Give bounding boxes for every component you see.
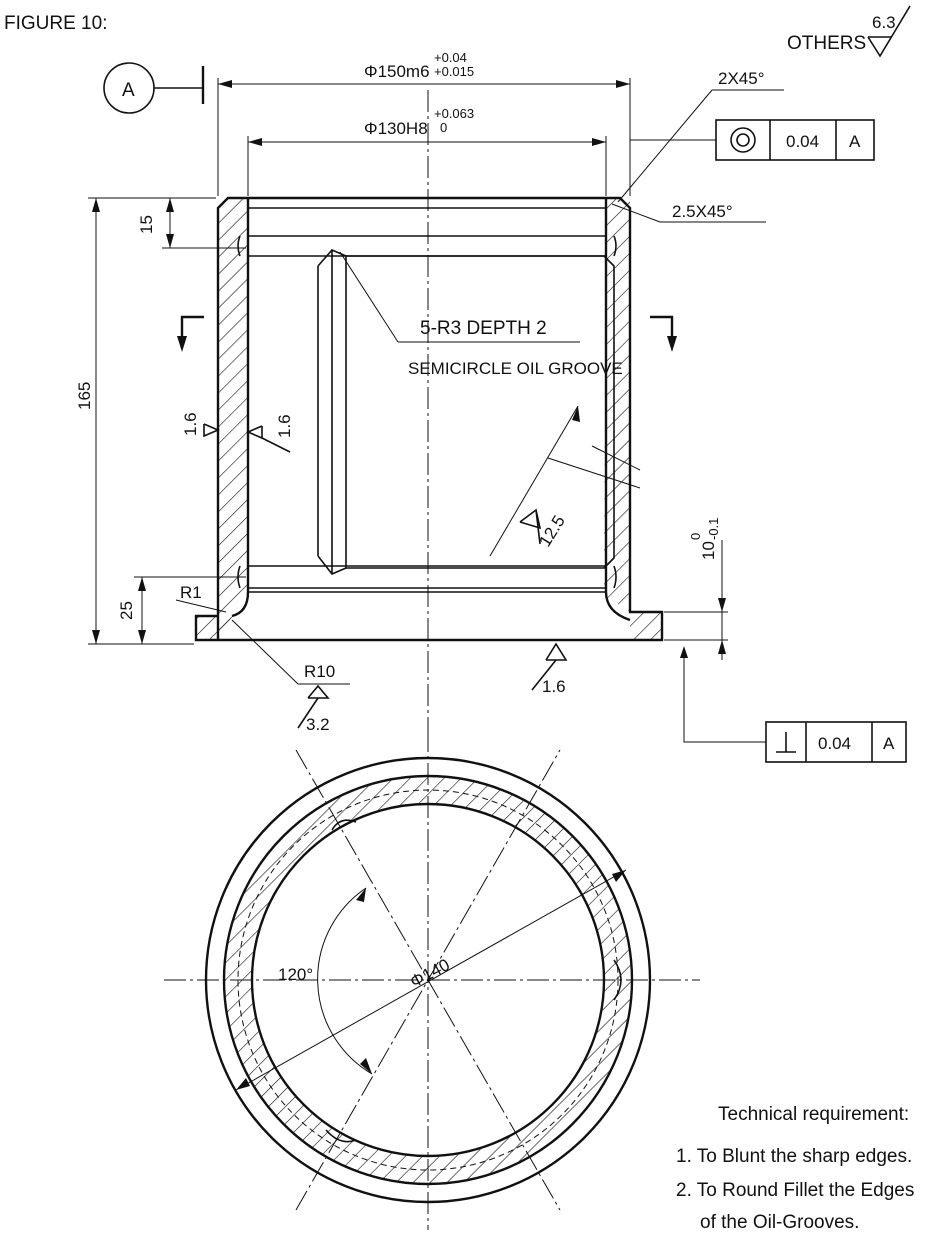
chamfer-outer-leader: 2X45° [617,69,784,203]
others-roughness-value: 6.3 [872,13,896,32]
concentricity-frame: 0.04 A [630,119,875,161]
flange-tol-upper: 0 [688,533,703,540]
groove-name-text: SEMICIRCLE OIL GROOVE [408,359,623,378]
roughness-inner-side-symbol: 1.6 [245,414,294,453]
flange-text: 10 [699,541,718,560]
height-top-text: 15 [137,215,156,234]
roughness-bore-text: 12.5 [535,512,569,550]
angle-text: 120° [278,965,313,984]
groove-spec-text: 5-R3 DEPTH 2 [420,318,547,339]
inner-tol-upper: +0.063 [434,106,474,121]
chamfer-outer-text: 2X45° [718,69,765,88]
plan-view: 120° Φ140 [164,730,700,1230]
perpendicularity-datum: A [883,734,895,753]
tech-req-item-1: 1. To Blunt the sharp edges. [676,1146,912,1167]
perpendicularity-frame: 0.04 A [680,646,907,763]
roughness-outer-text: 1.6 [181,412,200,436]
oil-groove-note: 5-R3 DEPTH 2 SEMICIRCLE OIL GROOVE [339,251,623,378]
perpendicularity-value: 0.04 [818,734,851,753]
chamfer-inner-leader: 2.5X45° [611,202,766,223]
r10-text: R10 [304,662,335,681]
others-label: OTHERS [787,33,866,54]
figure-title: FIGURE 10: [4,13,107,34]
height-total-text: 165 [75,382,94,410]
roughness-fillet-text: 3.2 [306,715,330,734]
groove-diameter-text: Φ140 [407,955,453,991]
outer-tol-lower: +0.015 [434,64,474,79]
roughness-outer-side-symbol: 1.6 [181,412,221,438]
concentricity-value: 0.04 [786,132,819,151]
outer-diameter-dimension: Φ150m6 +0.04 +0.015 [217,50,631,196]
datum-a-marker: A [103,62,205,114]
r10-leader: R10 3.2 [231,619,350,734]
height-dimensions: 165 15 25 [75,197,246,645]
inner-diameter-dimension: Φ130H8 +0.063 0 [247,106,607,196]
tech-req-item-3: of the Oil-Grooves. [700,1212,859,1233]
outer-diameter-text: Φ150m6 [364,62,430,81]
r1-text: R1 [180,583,202,602]
roughness-inner-text: 1.6 [275,414,294,438]
concentricity-datum: A [849,132,861,151]
tech-req-item-2: 2. To Round Fillet the Edges [676,1180,914,1201]
r1-leader: R1 [175,583,227,613]
roughness-bottom-symbol: 1.6 [531,642,568,696]
flange-dimension: 10 0 -0.1 [664,518,728,660]
flange-tol-lower: -0.1 [706,518,721,540]
technical-requirements: Technical requirement: 1. To Blunt the s… [676,1104,914,1233]
datum-a-label: A [122,80,135,101]
roughness-bottom-text: 1.6 [542,677,566,696]
section-view [177,90,677,740]
inner-diameter-text: Φ130H8 [364,119,428,138]
tech-req-title: Technical requirement: [718,1104,909,1125]
height-bottom-text: 25 [117,601,136,620]
chamfer-inner-text: 2.5X45° [672,202,733,221]
inner-tol-lower: 0 [440,120,447,135]
outer-tol-upper: +0.04 [434,50,467,65]
others-roughness-symbol: 6.3 [867,5,911,58]
